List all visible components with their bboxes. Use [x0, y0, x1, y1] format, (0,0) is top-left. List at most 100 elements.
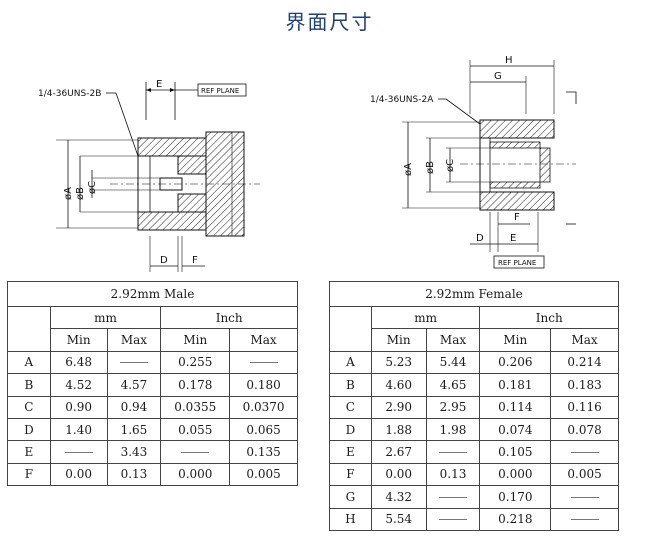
- header-min: Min: [160, 328, 231, 352]
- no-value-dash: [249, 362, 278, 364]
- row-label: F: [7, 462, 51, 487]
- no-value-dash: [439, 496, 468, 498]
- ref-plane-box-female: [493, 255, 545, 269]
- cell-mm-min: 5.23: [370, 350, 427, 375]
- thread-label: 1/4-36UNS-2B: [38, 89, 101, 99]
- row-label: H: [329, 507, 372, 531]
- cell-in-max: [550, 507, 619, 531]
- cell-mm-min: 2.90: [370, 395, 427, 419]
- dim-b-label: øB: [75, 187, 86, 200]
- cell-in-max: 0.214: [550, 350, 619, 375]
- cell-mm-min: 4.60: [370, 373, 427, 397]
- cell-in-max: 0.135: [229, 440, 298, 464]
- cell-in-max: 0.0370: [229, 395, 298, 419]
- cell-mm-max: 4.65: [425, 373, 481, 397]
- cell-mm-max: 4.57: [106, 373, 162, 397]
- ref-plane-label: REF PLANE: [201, 87, 239, 95]
- cell-mm-max: 5.44: [425, 350, 481, 375]
- ref-plane-box: [197, 83, 247, 97]
- no-value-dash: [570, 519, 599, 521]
- row-label: C: [7, 395, 51, 419]
- cell-mm-max: [425, 440, 481, 464]
- cell-in-max: 0.116: [550, 395, 619, 419]
- cell-mm-max: 1.65: [106, 417, 162, 442]
- cell-in-min: 0.218: [479, 507, 552, 531]
- dim-d-label: D: [160, 255, 168, 266]
- row-label: A: [329, 350, 372, 375]
- cell-mm-min: 0.00: [370, 462, 427, 487]
- table-caption: 2.92mm Female: [329, 281, 619, 307]
- cell-mm-min: 0.00: [49, 462, 108, 487]
- cell-mm-max: 0.13: [106, 462, 162, 487]
- cell-in-max: 0.005: [550, 462, 619, 487]
- cell-in-min: 0.000: [160, 462, 231, 487]
- header-max: Max: [229, 328, 298, 352]
- cell-in-min: 0.170: [479, 485, 552, 509]
- cell-in-max: [229, 350, 298, 375]
- cell-mm-min: 6.48: [49, 350, 108, 375]
- cell-mm-max: 0.94: [106, 395, 162, 419]
- no-value-dash: [439, 452, 468, 454]
- header-mm: mm: [49, 305, 162, 330]
- female-connector-drawing: H G 1/4-36UNS-2A øA øB øC F D E REF PLAN…: [370, 55, 577, 269]
- page-title: 界面尺寸: [285, 10, 374, 34]
- dim-h-label: H: [505, 55, 513, 66]
- no-value-dash: [119, 362, 148, 364]
- female-body: [479, 119, 555, 211]
- header-blank: [329, 306, 372, 352]
- cell-in-min: 0.055: [160, 417, 231, 442]
- dim-d-label-female: D: [476, 233, 484, 244]
- no-value-dash: [570, 496, 599, 498]
- header-blank: [7, 306, 51, 352]
- cell-in-max: 0.183: [550, 373, 619, 397]
- dim-f-label: F: [192, 255, 198, 266]
- dim-e-label-female: E: [510, 233, 516, 244]
- cell-mm-min: 4.52: [49, 373, 108, 397]
- row-label: B: [329, 373, 372, 397]
- cell-mm-min: [49, 440, 108, 464]
- dim-c-label-female: øC: [445, 159, 456, 172]
- cell-mm-max: 0.13: [425, 462, 481, 487]
- cell-in-max: 0.065: [229, 417, 298, 442]
- row-label: G: [329, 485, 372, 509]
- cell-in-min: 0.074: [479, 417, 552, 442]
- cell-in-min: [160, 440, 231, 464]
- header-min: Min: [49, 328, 108, 352]
- header-mm: mm: [370, 305, 481, 330]
- cell-mm-max: 3.43: [106, 440, 162, 464]
- cell-in-min: 0.255: [160, 350, 231, 375]
- header-inch: Inch: [479, 305, 619, 330]
- cell-mm-max: [425, 485, 481, 509]
- header-max: Max: [106, 328, 162, 352]
- cell-in-max: 0.005: [229, 462, 298, 487]
- cell-in-min: 0.0355: [160, 395, 231, 419]
- header-min: Min: [479, 328, 552, 352]
- cell-in-min: 0.105: [479, 440, 552, 464]
- cell-in-min: 0.206: [479, 350, 552, 375]
- cell-in-max: [550, 440, 619, 464]
- row-label: E: [329, 440, 372, 464]
- dim-a-label: øA: [63, 187, 74, 200]
- row-label: E: [7, 440, 51, 464]
- header-inch: Inch: [160, 305, 298, 330]
- cell-mm-min: 2.67: [370, 440, 427, 464]
- dim-c-label: øC: [87, 181, 98, 194]
- cell-mm-min: 0.90: [49, 395, 108, 419]
- cell-in-max: 0.078: [550, 417, 619, 442]
- cell-in-min: 0.000: [479, 462, 552, 487]
- header-min: Min: [370, 328, 427, 352]
- dim-e-label: E: [156, 79, 162, 90]
- cell-mm-max: [425, 507, 481, 531]
- no-value-dash: [64, 452, 93, 454]
